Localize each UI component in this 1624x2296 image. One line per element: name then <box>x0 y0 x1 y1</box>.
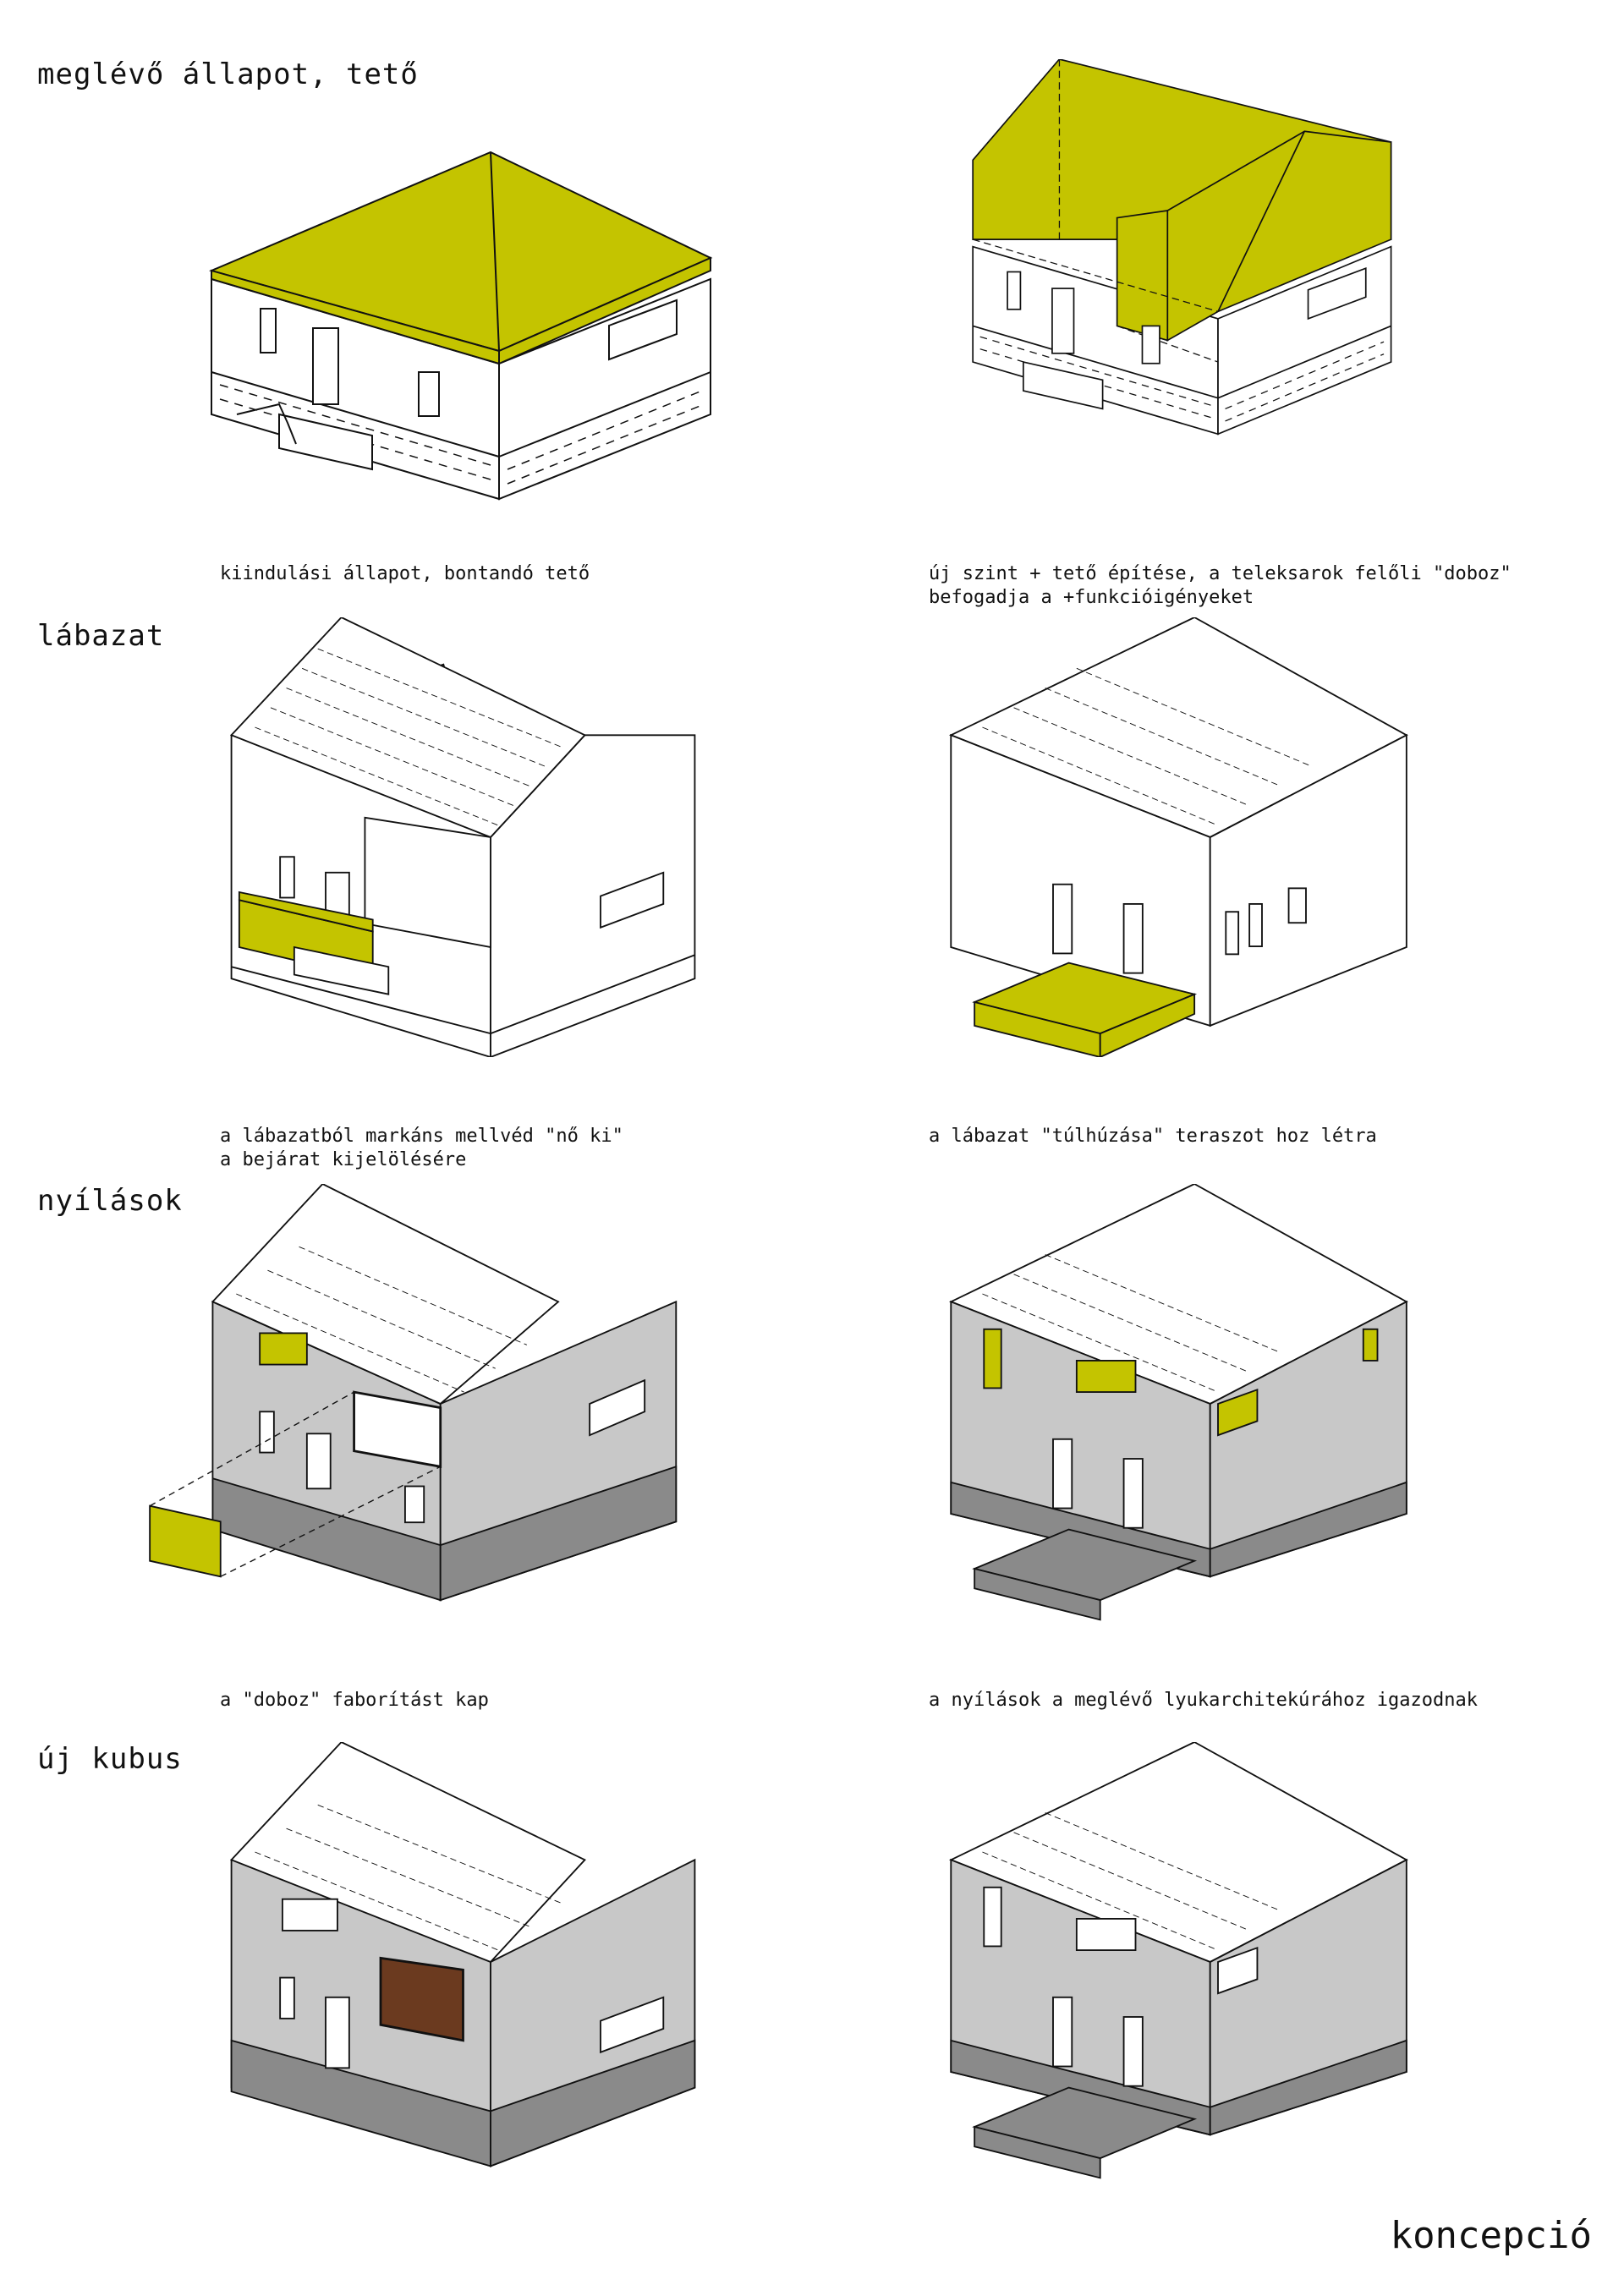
caption-1-left: kiindulási állapot, bontandó tető <box>220 563 590 584</box>
house-drawing-7 <box>229 1742 696 2167</box>
house-openings-wood-cladding <box>144 1184 753 1624</box>
section-title-plinth: lábazat <box>37 619 165 653</box>
house-existing-hip-roof <box>186 135 795 575</box>
house-plinth-terrace <box>914 617 1522 1057</box>
house-drawing-4 <box>948 617 1408 1057</box>
footer-label: koncepció <box>1390 2214 1592 2257</box>
house-drawing-3 <box>229 617 696 1057</box>
section-title-openings: nyílások <box>37 1184 183 1218</box>
section-title-existing: meglévő állapot, tető <box>37 58 419 91</box>
house-drawing-5 <box>149 1184 678 1602</box>
house-new-level-volume <box>914 59 1522 499</box>
house-drawing-6 <box>948 1184 1408 1621</box>
house-drawing-8 <box>948 1742 1408 2179</box>
section-title-new-cube: új kubus <box>37 1742 183 1776</box>
house-new-cube-final-left <box>186 1742 795 2182</box>
house-openings-aligned <box>914 1184 1522 1624</box>
caption-1-right: új szint + tető építése, a teleksarok fe… <box>929 563 1512 608</box>
house-plinth-parapet <box>186 617 795 1057</box>
caption-3-right: a nyílások a meglévő lyukarchitekúrához … <box>929 1690 1479 1711</box>
caption-2-right: a lábazat "túlhúzása" teraszot hoz létra <box>929 1126 1377 1147</box>
house-drawing-2 <box>972 59 1392 436</box>
house-new-cube-final-right <box>914 1742 1522 2182</box>
caption-3-left: a "doboz" faborítást kap <box>220 1690 489 1711</box>
house-drawing-1 <box>208 151 713 501</box>
caption-2-left: a lábazatból markáns mellvéd "nő ki" a b… <box>220 1126 623 1170</box>
